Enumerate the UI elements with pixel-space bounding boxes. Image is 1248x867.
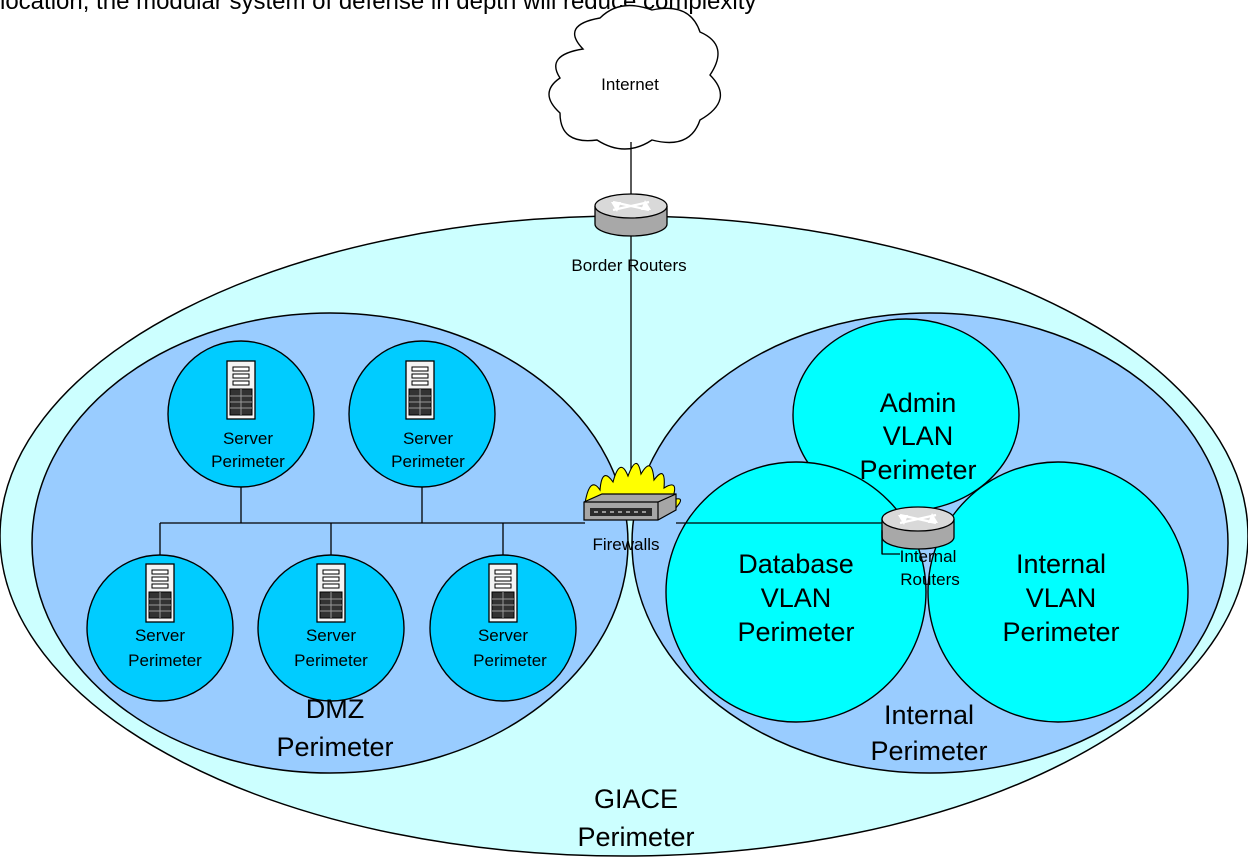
database-vlan-label: Database	[738, 549, 854, 579]
internal-router-icon	[880, 505, 956, 551]
server-label: Server	[403, 429, 453, 448]
admin-vlan-label: Perimeter	[859, 455, 976, 485]
border-router-icon	[593, 192, 669, 238]
server-label: Perimeter	[211, 452, 285, 471]
dmz-perimeter-label: Perimeter	[276, 732, 393, 762]
database-vlan-perimeter	[665, 461, 927, 723]
database-vlan-label: Perimeter	[737, 617, 854, 647]
server-node: Server Perimeter	[348, 340, 496, 488]
server-label: Perimeter	[294, 651, 368, 670]
internal-perimeter-label: Perimeter	[870, 736, 987, 766]
internal-vlan-label: VLAN	[1026, 583, 1097, 613]
internal-routers-label: Internal	[900, 547, 957, 566]
firewall-icon	[583, 462, 682, 521]
internet-label: Internet	[601, 75, 659, 94]
database-vlan-label: VLAN	[761, 583, 832, 613]
header-text: location, the modular system of defense …	[0, 0, 756, 15]
giace-perimeter-label: Perimeter	[577, 822, 694, 852]
internet-cloud-icon	[548, 4, 722, 150]
internal-perimeter-label: Internal	[884, 700, 974, 730]
admin-vlan-label: Admin	[880, 388, 957, 418]
giace-perimeter-label: GIACE	[594, 784, 678, 814]
border-routers-label: Border Routers	[571, 256, 686, 275]
internal-routers-label: Routers	[900, 570, 960, 589]
admin-vlan-label: VLAN	[883, 421, 954, 451]
server-label: Perimeter	[128, 651, 202, 670]
internal-vlan-label: Perimeter	[1002, 617, 1119, 647]
server-node: Server Perimeter	[257, 554, 405, 702]
server-label: Perimeter	[391, 452, 465, 471]
server-node: Server Perimeter	[429, 554, 577, 702]
server-label: Server	[478, 626, 528, 645]
dmz-perimeter-label: DMZ	[306, 694, 364, 724]
internal-vlan-label: Internal	[1016, 549, 1106, 579]
server-node: Server Perimeter	[167, 340, 315, 488]
internal-vlan-perimeter	[927, 461, 1189, 723]
server-label: Perimeter	[473, 651, 547, 670]
firewalls-label: Firewalls	[592, 535, 659, 554]
server-node: Server Perimeter	[86, 554, 234, 702]
server-label: Server	[223, 429, 273, 448]
server-label: Server	[306, 626, 356, 645]
server-label: Server	[135, 626, 185, 645]
